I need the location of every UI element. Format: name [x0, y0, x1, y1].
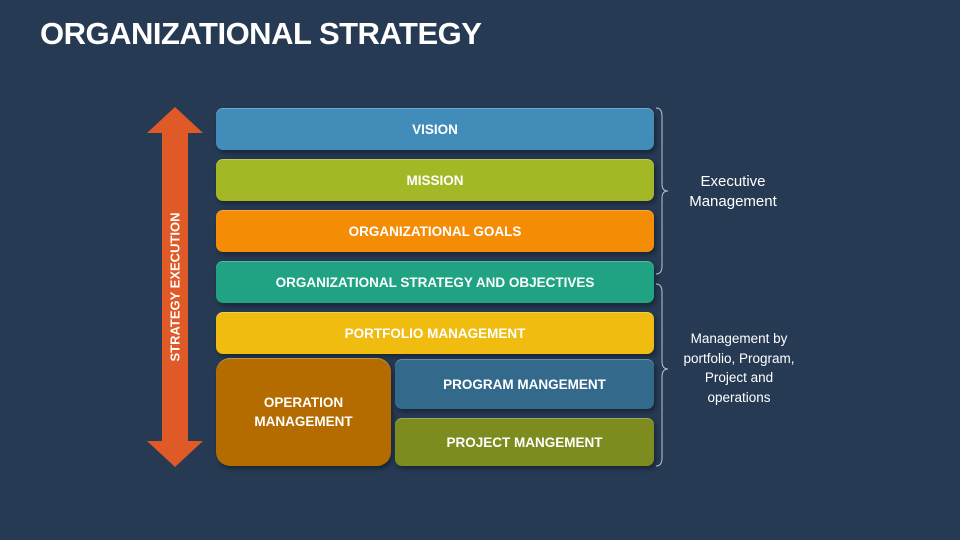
- layer-mission: MISSION: [216, 159, 654, 201]
- layer-project-management: PROJECT MANGEMENT: [395, 418, 654, 466]
- layer-program-management: PROGRAM MANGEMENT: [395, 359, 654, 409]
- brace-icons: [655, 107, 669, 467]
- layer-organizational-goals: ORGANIZATIONAL GOALS: [216, 210, 654, 252]
- layer-portfolio-management: PORTFOLIO MANAGEMENT: [216, 312, 654, 354]
- executive-management-label: Executive Management: [689, 173, 777, 210]
- management-by-portfolio-label: Management by portfolio, Program, Projec…: [683, 331, 795, 405]
- layer-strategy-objectives: ORGANIZATIONAL STRATEGY AND OBJECTIVES: [216, 261, 654, 303]
- page-title: ORGANIZATIONAL STRATEGY: [40, 16, 482, 51]
- double-arrow-icon: [147, 107, 203, 467]
- strategy-execution-label: STRATEGY EXECUTION: [167, 212, 183, 362]
- layer-operation-management: OPERATION MANAGEMENT: [216, 358, 391, 466]
- layer-vision: VISION: [216, 108, 654, 150]
